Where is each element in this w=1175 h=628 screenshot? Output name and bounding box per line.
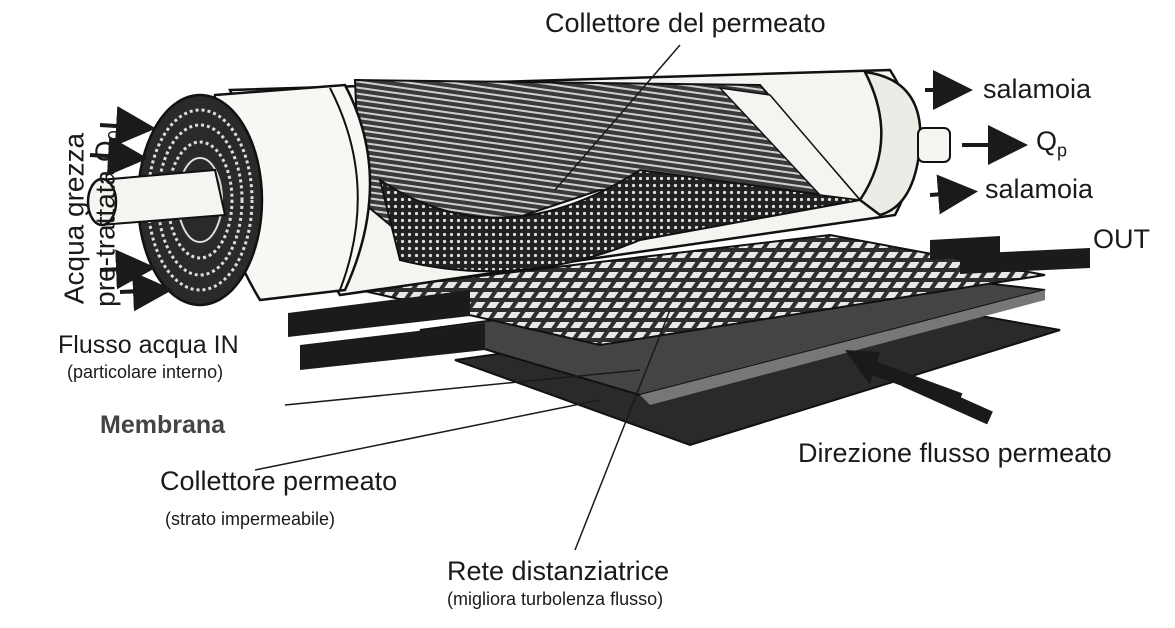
label-collettore-del-permeato: Collettore del permeato xyxy=(545,8,826,38)
label-collettore-permeato: Collettore permeato xyxy=(160,466,398,496)
label-qp-main: Q xyxy=(1036,126,1058,156)
label-rete-distanziatrice: Rete distanziatrice xyxy=(447,556,670,586)
label-qp-sub: p xyxy=(1057,140,1068,161)
label-acqua-line2-wrap: pre-trattata Q0 xyxy=(90,69,126,369)
label-membrana: Membrana xyxy=(100,411,226,439)
label-salamoia-top: salamoia xyxy=(983,74,1092,104)
label-collettore-permeato-note: (strato impermeabile) xyxy=(165,509,336,529)
feed-bars xyxy=(288,236,1090,370)
label-acqua-line1: Acqua grezza xyxy=(58,132,90,305)
label-flusso-in: Flusso acqua IN xyxy=(58,331,239,359)
label-qp: Qp xyxy=(1036,126,1068,161)
inflow-arrows xyxy=(89,106,173,312)
label-flusso-in-note: (particolare interno) xyxy=(67,362,224,382)
label-acqua-sub: 0 xyxy=(105,130,126,141)
label-rete-note: (migliora turbolenza flusso) xyxy=(447,589,664,609)
label-salamoia-bottom: salamoia xyxy=(985,174,1094,204)
leader-lines xyxy=(254,44,681,551)
ro-cylinder xyxy=(86,68,951,307)
label-acqua-grezza: Acqua grezza pre-trattata Q0 xyxy=(58,69,125,369)
membrane-sheets xyxy=(419,268,1061,447)
spacer-net xyxy=(359,233,1046,347)
permeate-flow-arrows xyxy=(845,350,993,425)
outflow-arrows xyxy=(925,70,1028,215)
label-acqua-line2: pre-trattata Q xyxy=(89,140,121,307)
label-direzione-flusso: Direzione flusso permeato xyxy=(798,438,1112,468)
label-out: OUT xyxy=(1093,224,1150,254)
